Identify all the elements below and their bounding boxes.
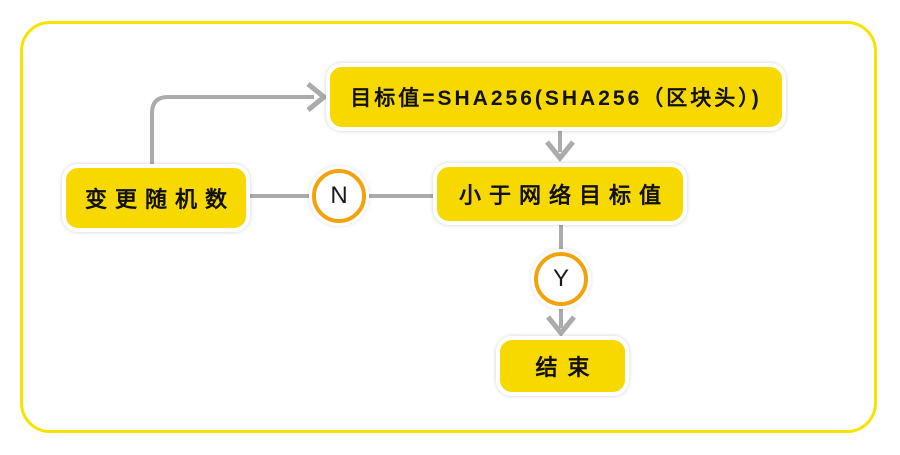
connector-nonce-to-hash (150, 95, 314, 172)
arrowhead-into-compare-box (545, 140, 575, 162)
arrowhead-into-end-box (546, 315, 576, 337)
flow-node-hash-target: 目标值=SHA256(SHA256（区块头）) (326, 63, 786, 131)
flow-node-hash-target-label: 目标值=SHA256(SHA256（区块头）) (350, 87, 762, 110)
decision-circle-yes: Y (534, 252, 588, 306)
diagram-frame-border (20, 21, 877, 433)
arrowhead-into-hash-box (306, 82, 328, 112)
flow-node-change-nonce-label: 变更随机数 (84, 187, 235, 212)
decision-circle-no: N (312, 169, 366, 223)
decision-circle-yes-label: Y (552, 265, 569, 292)
flow-node-end: 结束 (496, 336, 629, 396)
flow-node-end-label: 结束 (535, 355, 600, 380)
flow-node-change-nonce: 变更随机数 (62, 164, 250, 232)
flow-node-compare-target-label: 小于网络目标值 (458, 183, 669, 208)
decision-circle-no-label: N (330, 182, 348, 209)
flow-node-compare-target: 小于网络目标值 (433, 163, 687, 225)
